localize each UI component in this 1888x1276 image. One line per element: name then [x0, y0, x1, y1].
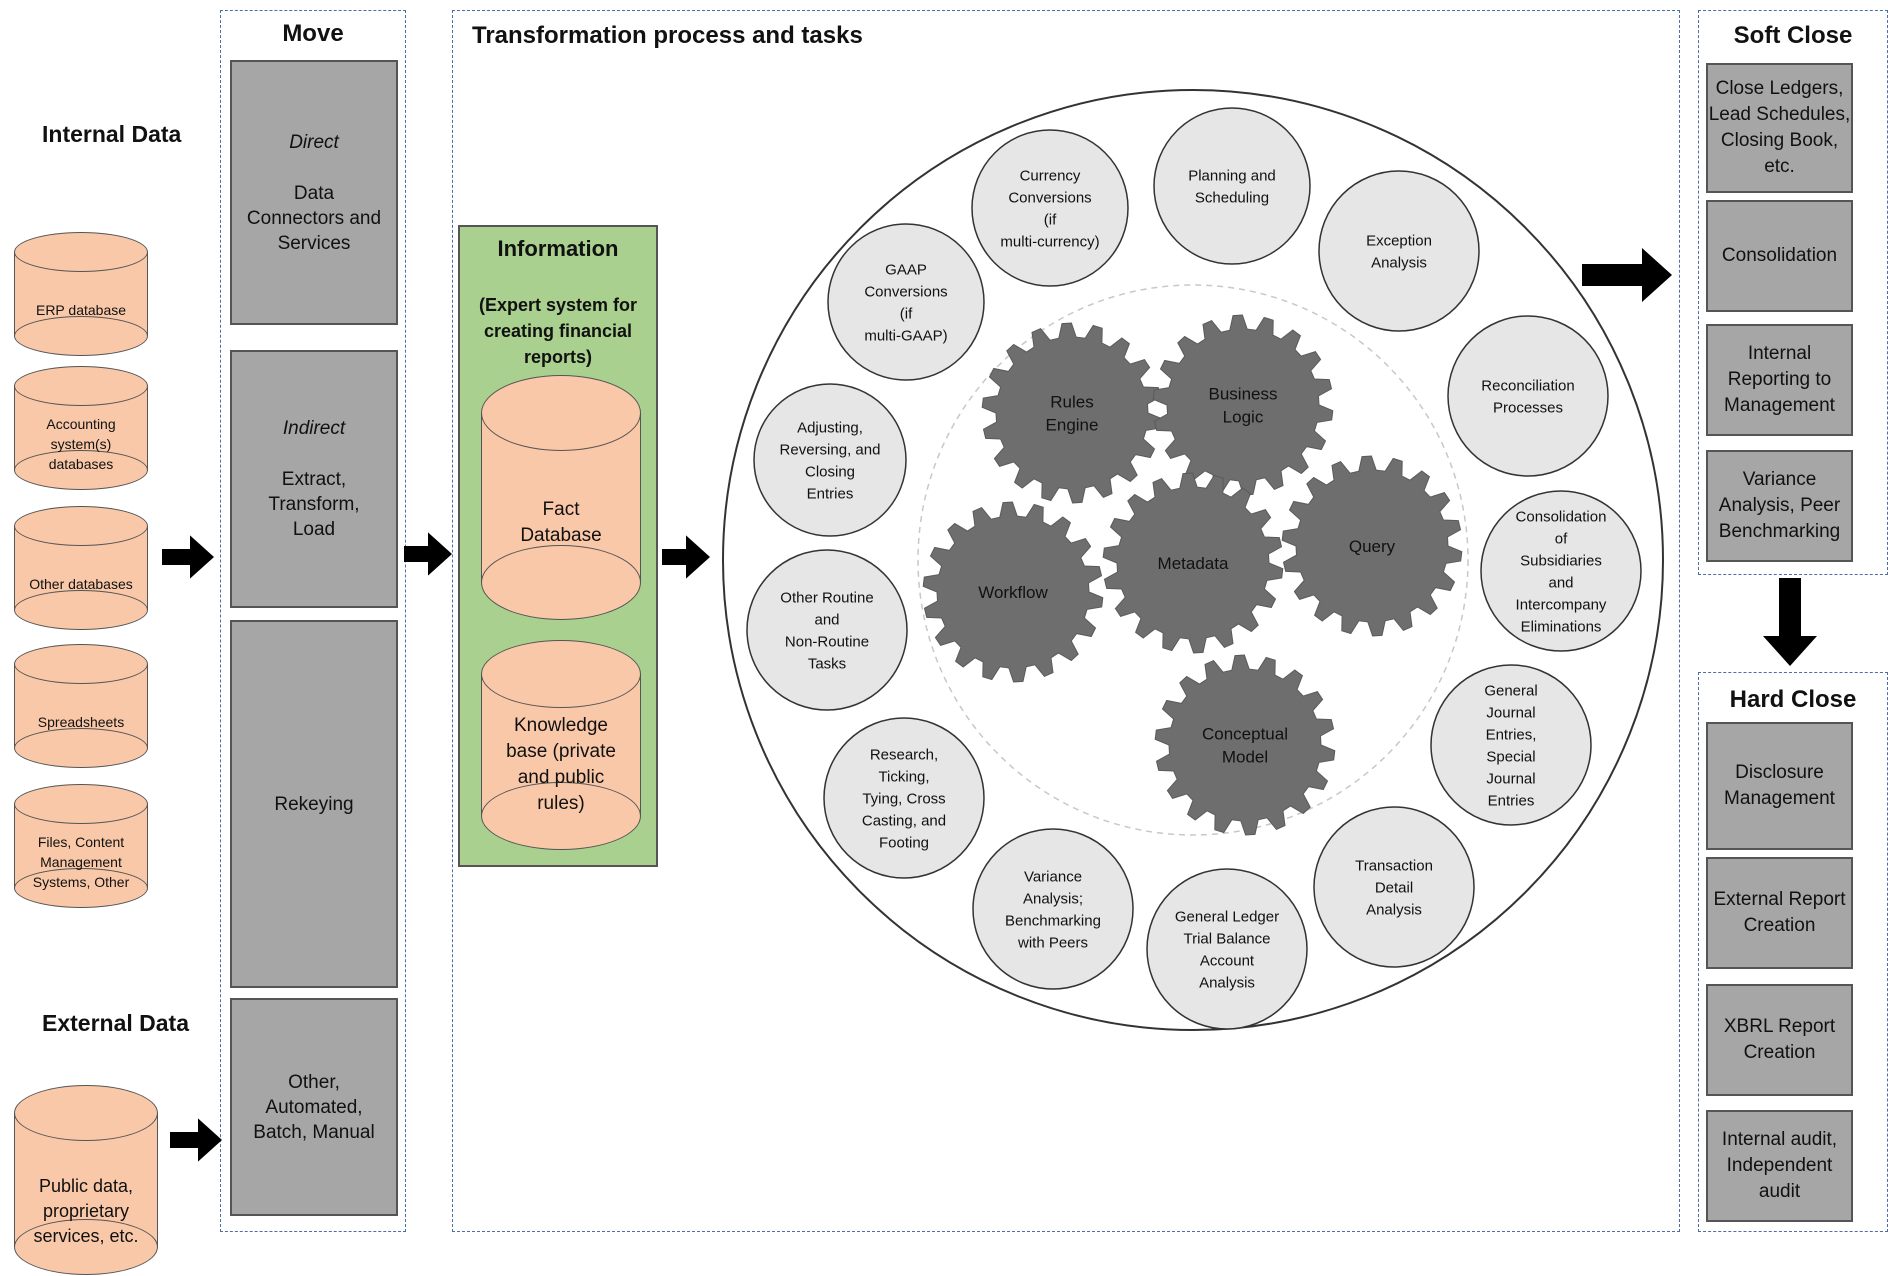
soft-close-item-close-ledgers: Close Ledgers, Lead Schedules, Closing B… — [1706, 63, 1853, 193]
gear-icon — [1102, 472, 1284, 654]
information-subtitle: (Expert system for creating financial re… — [478, 295, 638, 367]
arrow-right-icon — [662, 535, 710, 579]
gear-icon — [1281, 455, 1463, 637]
external-data-label: External Data — [42, 1010, 190, 1036]
move-rekeying-text: Rekeying — [274, 793, 354, 815]
information-title: Information — [497, 236, 619, 261]
fact-database: Fact Database — [481, 375, 641, 620]
gear-label: Workflow — [978, 583, 1048, 602]
gear: Metadata — [1102, 472, 1284, 654]
knowledge-base-label: Knowledge base (private and public rules… — [506, 715, 616, 814]
internal-database: Spreadsheets — [14, 644, 148, 768]
internal-database: Files, Content Management Systems, Other — [14, 784, 148, 908]
move-indirect-text: Extract, Transform, Load — [268, 469, 360, 540]
internal-database-label: Files, Content Management Systems, Other — [32, 834, 130, 890]
fact-database-label: Fact Database — [520, 499, 602, 546]
arrow-down-icon — [1763, 578, 1817, 666]
arrow-right-icon — [1582, 248, 1672, 302]
internal-data-label: Internal Data — [42, 121, 182, 147]
gear: Query — [1281, 455, 1463, 637]
knowledge-base: Knowledge base (private and public rules… — [481, 640, 641, 850]
inner-dashed-circle — [917, 284, 1469, 836]
external-database: Public data, proprietary services, etc. — [14, 1085, 158, 1275]
hard-close-title: Hard Close — [1729, 686, 1857, 713]
move-title: Move — [282, 20, 344, 47]
transformation-title: Transformation process and tasks — [472, 22, 863, 49]
hard-close-item-external-report: External Report Creation — [1706, 857, 1853, 969]
soft-close-item-variance: Variance Analysis, Peer Benchmarking — [1706, 450, 1853, 562]
hard-close-item-disclosure: Disclosure Management — [1706, 722, 1853, 850]
internal-database-label: Accounting system(s) databases — [46, 416, 116, 472]
arrow-right-icon — [162, 535, 214, 579]
move-direct-label: Direct — [289, 131, 339, 153]
gear-icon — [922, 501, 1104, 683]
hard-close-item-audit: Internal audit, Independent audit — [1706, 1110, 1853, 1222]
move-box-rekeying: Rekeying — [230, 620, 398, 988]
move-box-indirect: Indirect Extract, Transform, Load — [230, 350, 398, 608]
soft-close-item-consolidation: Consolidation — [1706, 200, 1853, 312]
internal-database-label: Other databases — [29, 576, 133, 592]
move-direct-text: Data Connectors and Services — [246, 182, 382, 254]
gear-icon — [1154, 654, 1336, 836]
external-database-label: Public data, proprietary services, etc. — [33, 1175, 139, 1246]
soft-close-title: Soft Close — [1733, 22, 1853, 49]
move-other-text: Other, Automated, Batch, Manual — [253, 1071, 375, 1143]
gear-label: Metadata — [1158, 554, 1229, 573]
gear-label: Query — [1349, 537, 1396, 556]
move-indirect-label: Indirect — [282, 418, 346, 439]
move-box-direct: Direct Data Connectors and Services — [230, 60, 398, 325]
transformation-panel — [452, 10, 1680, 1232]
move-box-other: Other, Automated, Batch, Manual — [230, 998, 398, 1216]
soft-close-item-internal-reporting: Internal Reporting to Management — [1706, 324, 1853, 436]
hard-close-item-xbrl: XBRL Report Creation — [1706, 984, 1853, 1096]
internal-database-label: ERP database — [35, 302, 127, 318]
arrow-right-icon — [404, 532, 452, 576]
arrow-right-icon — [170, 1118, 222, 1162]
gear-icon — [981, 322, 1163, 504]
internal-database: ERP database — [14, 232, 148, 356]
move-panel — [220, 10, 406, 1232]
internal-database: Other databases — [14, 506, 148, 630]
internal-database: Accounting system(s) databases — [14, 366, 148, 490]
gear-icon — [1152, 314, 1334, 496]
gear: Workflow — [922, 501, 1104, 683]
internal-database-label: Spreadsheets — [37, 714, 125, 730]
